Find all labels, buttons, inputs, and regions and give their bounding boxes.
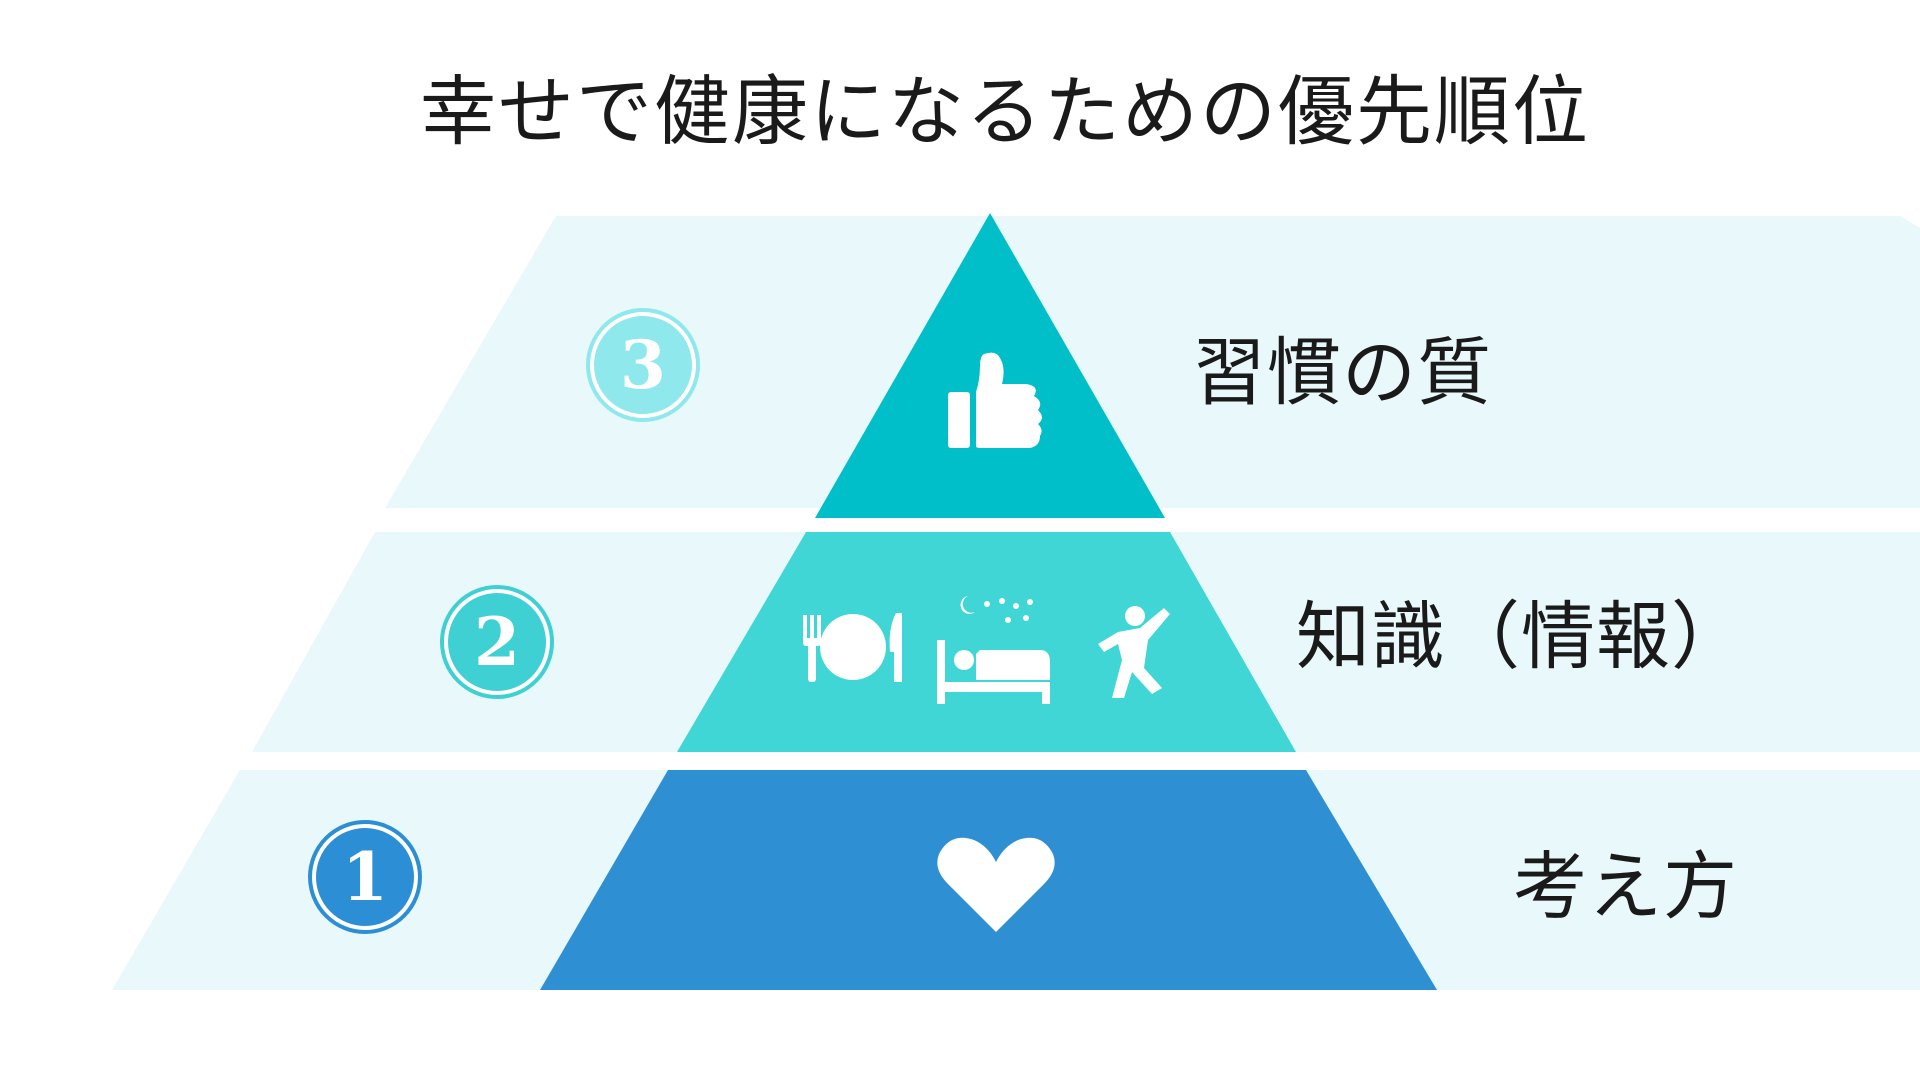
tier-2-pyramid-section [677, 532, 1296, 752]
thumbs-up-icon [948, 352, 1042, 448]
rank-badge-2-number: 2 [474, 603, 520, 681]
rank-badge-1-number: 1 [342, 838, 388, 916]
heart-icon [937, 837, 1055, 932]
tier-1-label: 考え方 [1513, 844, 1738, 930]
page-title: 幸せで健康になるための優先順位 [420, 67, 1590, 156]
tier-2-label: 知識（情報） [1296, 594, 1746, 680]
rank-badge-3-number: 3 [620, 326, 666, 404]
rank-badge-1: 1 [308, 820, 422, 934]
tier-3-label: 習慣の質 [1192, 330, 1492, 416]
tier-3-band [385, 216, 1920, 508]
plate-cutlery-icon [803, 613, 902, 682]
rank-badge-3: 3 [586, 308, 700, 422]
rank-badge-2: 2 [440, 585, 554, 699]
sleep-bed-icon [937, 596, 1050, 704]
exercise-person-icon [1098, 606, 1170, 698]
